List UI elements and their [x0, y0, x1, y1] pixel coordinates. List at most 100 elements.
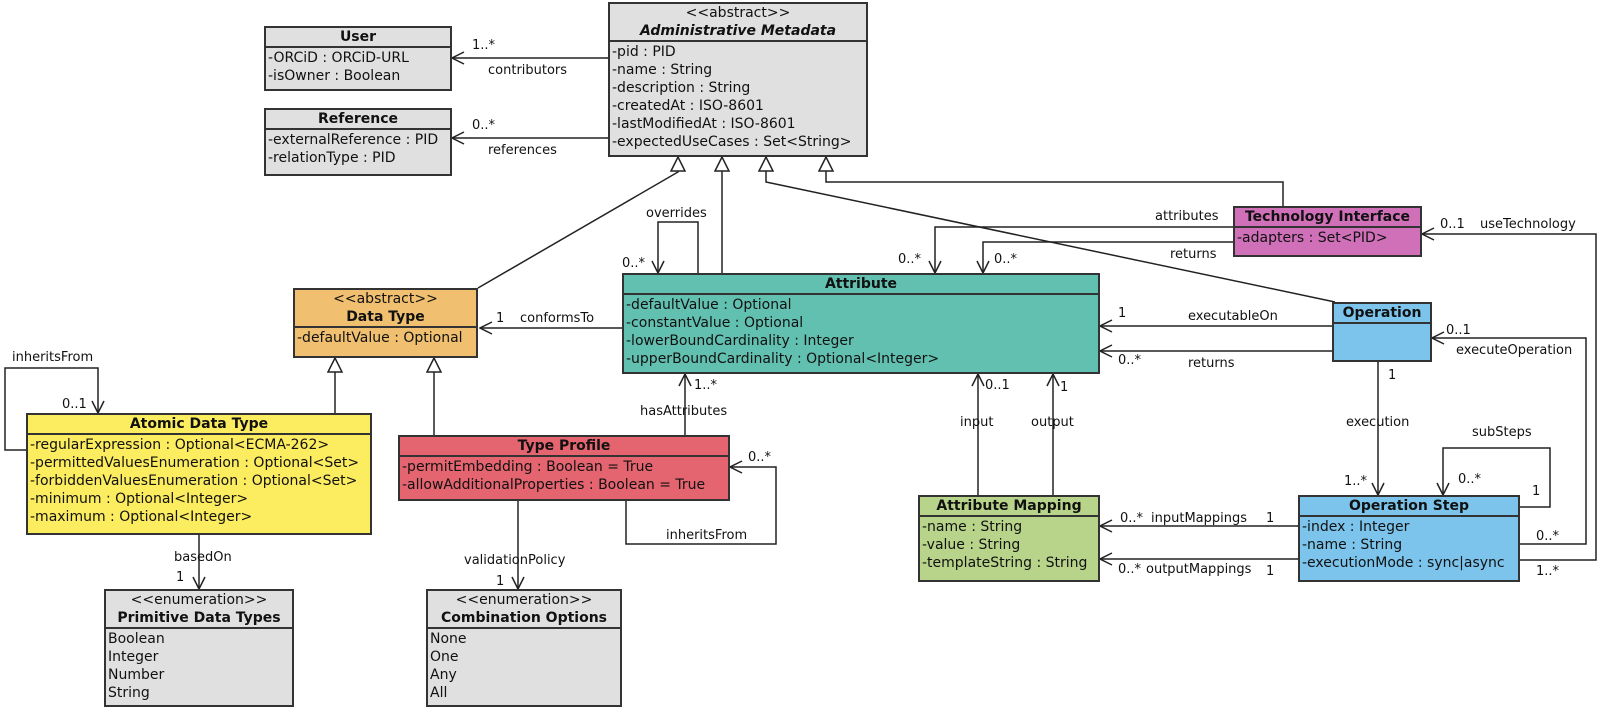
returns-tech-line — [983, 241, 1233, 273]
class-operation-step[interactable]: Operation Step -index : Integer -name : … — [1298, 495, 1520, 582]
class-stereotype: <<abstract>> — [333, 291, 438, 307]
label-hasattributes: hasAttributes — [640, 404, 728, 419]
class-data-type[interactable]: <<abstract>> Data Type -defaultValue : O… — [293, 288, 478, 358]
class-attrs: -defaultValue : Optional — [297, 330, 463, 346]
gen-datatype — [477, 157, 678, 289]
label-inherits-atomic-mult: 0..1 — [62, 397, 87, 412]
class-attrs: -adapters : Set<PID> — [1237, 230, 1388, 246]
label-step-right-b: 1..* — [1536, 564, 1560, 579]
class-administrative-metadata[interactable]: <<abstract>> Administrative Metadata -pi… — [608, 2, 868, 157]
label-outputmappings-mult-b: 1 — [1266, 564, 1275, 579]
gen-tech — [826, 157, 1284, 207]
class-attrs: -name : String -value : String -template… — [922, 519, 1088, 571]
label-has-mult: 1..* — [694, 378, 718, 393]
class-attrs: -index : Integer -name : String -executi… — [1302, 519, 1505, 571]
label-input-mult: 0..1 — [985, 378, 1010, 393]
label-basedon-mult: 1 — [176, 570, 185, 585]
label-returns-op-mult: 0..* — [1118, 353, 1142, 368]
class-attrs: -permitEmbedding : Boolean = True -allow… — [402, 459, 706, 493]
label-validationpolicy: validationPolicy — [464, 553, 566, 568]
label-returns-tech: returns — [1170, 247, 1217, 262]
class-attrs: -regularExpression : Optional<ECMA-262> … — [30, 437, 360, 525]
class-attrs: None One Any All — [430, 631, 467, 701]
class-name: Operation — [1342, 305, 1422, 321]
label-inherits-atomic: inheritsFrom — [12, 350, 94, 365]
label-inputmappings: inputMappings — [1151, 511, 1248, 526]
label-usetechnology: useTechnology — [1480, 217, 1576, 232]
label-executeoperation: executeOperation — [1456, 343, 1573, 358]
class-name: Attribute — [824, 276, 898, 292]
class-attribute-mapping[interactable]: Attribute Mapping -name : String -value … — [918, 495, 1100, 582]
class-atomic-data-type[interactable]: Atomic Data Type -regularExpression : Op… — [26, 413, 372, 535]
class-attribute[interactable]: Attribute -defaultValue : Optional -cons… — [622, 273, 1100, 374]
overrides-line — [658, 221, 699, 273]
executeOperation-line — [1432, 338, 1587, 545]
label-inputmappings-mult-a: 0..* — [1120, 511, 1144, 526]
class-user[interactable]: User -ORCiD : ORCiD-URL -isOwner : Boole… — [264, 26, 452, 91]
label-execution-mult-bottom: 1..* — [1344, 474, 1368, 489]
class-name: User — [339, 29, 377, 45]
label-conformsto: conformsTo — [520, 311, 595, 326]
label-execution-mult-top: 1 — [1388, 368, 1397, 383]
label-step-right-a: 0..* — [1536, 529, 1560, 544]
class-name: Administrative Metadata — [639, 23, 837, 39]
class-name: Reference — [317, 111, 399, 127]
class-operation[interactable]: Operation — [1332, 302, 1432, 362]
label-execop-mult: 0..1 — [1446, 323, 1471, 338]
class-name: Atomic Data Type — [129, 416, 269, 432]
class-attrs: -ORCiD : ORCiD-URL -isOwner : Boolean — [268, 50, 409, 84]
label-execution: execution — [1346, 415, 1410, 430]
label-substeps: subSteps — [1472, 425, 1532, 440]
label-input: input — [960, 415, 994, 430]
gen-operation — [766, 157, 1336, 303]
label-inherits-tp: inheritsFrom — [666, 528, 748, 543]
class-name: Primitive Data Types — [117, 610, 281, 626]
label-inputmappings-mult-b: 1 — [1266, 511, 1275, 526]
label-attributes-mult: 0..* — [898, 252, 922, 267]
label-returns-tech-mult: 0..* — [994, 252, 1018, 267]
label-basedon: basedOn — [174, 550, 232, 565]
class-type-profile[interactable]: Type Profile -permitEmbedding : Boolean … — [398, 435, 730, 501]
class-attrs: -pid : PID -name : String -description :… — [612, 44, 852, 150]
class-stereotype: <<enumeration>> — [130, 592, 268, 608]
label-inherits-tp-mult: 0..* — [748, 450, 772, 465]
attributes-line — [935, 226, 1233, 273]
label-validation-mult: 1 — [496, 574, 505, 589]
class-name: Type Profile — [517, 438, 611, 454]
label-outputmappings: outputMappings — [1146, 562, 1252, 577]
class-attrs: -externalReference : PID -relationType :… — [268, 132, 439, 166]
subSteps-line — [1443, 447, 1551, 507]
label-outputmappings-mult-a: 0..* — [1118, 562, 1142, 577]
class-name: Operation Step — [1348, 498, 1469, 514]
label-conforms-mult: 1 — [496, 311, 505, 326]
class-attrs: -defaultValue : Optional -constantValue … — [626, 297, 940, 367]
label-overrides: overrides — [646, 206, 707, 221]
label-substeps-mult-a: 0..* — [1458, 472, 1482, 487]
class-stereotype: <<enumeration>> — [455, 592, 593, 608]
tp-inherits-line — [625, 467, 777, 545]
label-contributors: contributors — [488, 63, 568, 78]
label-exec-mult: 1 — [1118, 306, 1127, 321]
label-contrib-mult: 1..* — [472, 38, 496, 53]
class-technology-interface[interactable]: Technology Interface -adapters : Set<PID… — [1233, 206, 1422, 257]
label-usetech-mult: 0..1 — [1440, 217, 1465, 232]
label-references: references — [488, 143, 557, 158]
class-primitive-data-types[interactable]: <<enumeration>> Primitive Data Types Boo… — [104, 589, 294, 707]
class-stereotype: <<abstract>> — [685, 5, 791, 21]
label-ref-mult: 0..* — [472, 118, 496, 133]
label-overrides-mult: 0..* — [622, 256, 646, 271]
class-reference[interactable]: Reference -externalReference : PID -rela… — [264, 108, 452, 176]
label-output: output — [1031, 415, 1074, 430]
class-name: Combination Options — [441, 610, 607, 626]
class-combination-options[interactable]: <<enumeration>> Combination Options None… — [426, 589, 622, 707]
label-executableon: executableOn — [1188, 309, 1278, 324]
class-name: Data Type — [346, 309, 425, 325]
atomic-inherits-line — [4, 367, 98, 451]
useTechnology-line — [1422, 234, 1597, 561]
class-name: Attribute Mapping — [936, 498, 1082, 514]
class-name: Technology Interface — [1244, 209, 1411, 225]
label-substeps-mult-b: 1 — [1532, 484, 1541, 499]
label-returns-op: returns — [1188, 356, 1235, 371]
class-attrs: Boolean Integer Number String — [108, 631, 165, 701]
